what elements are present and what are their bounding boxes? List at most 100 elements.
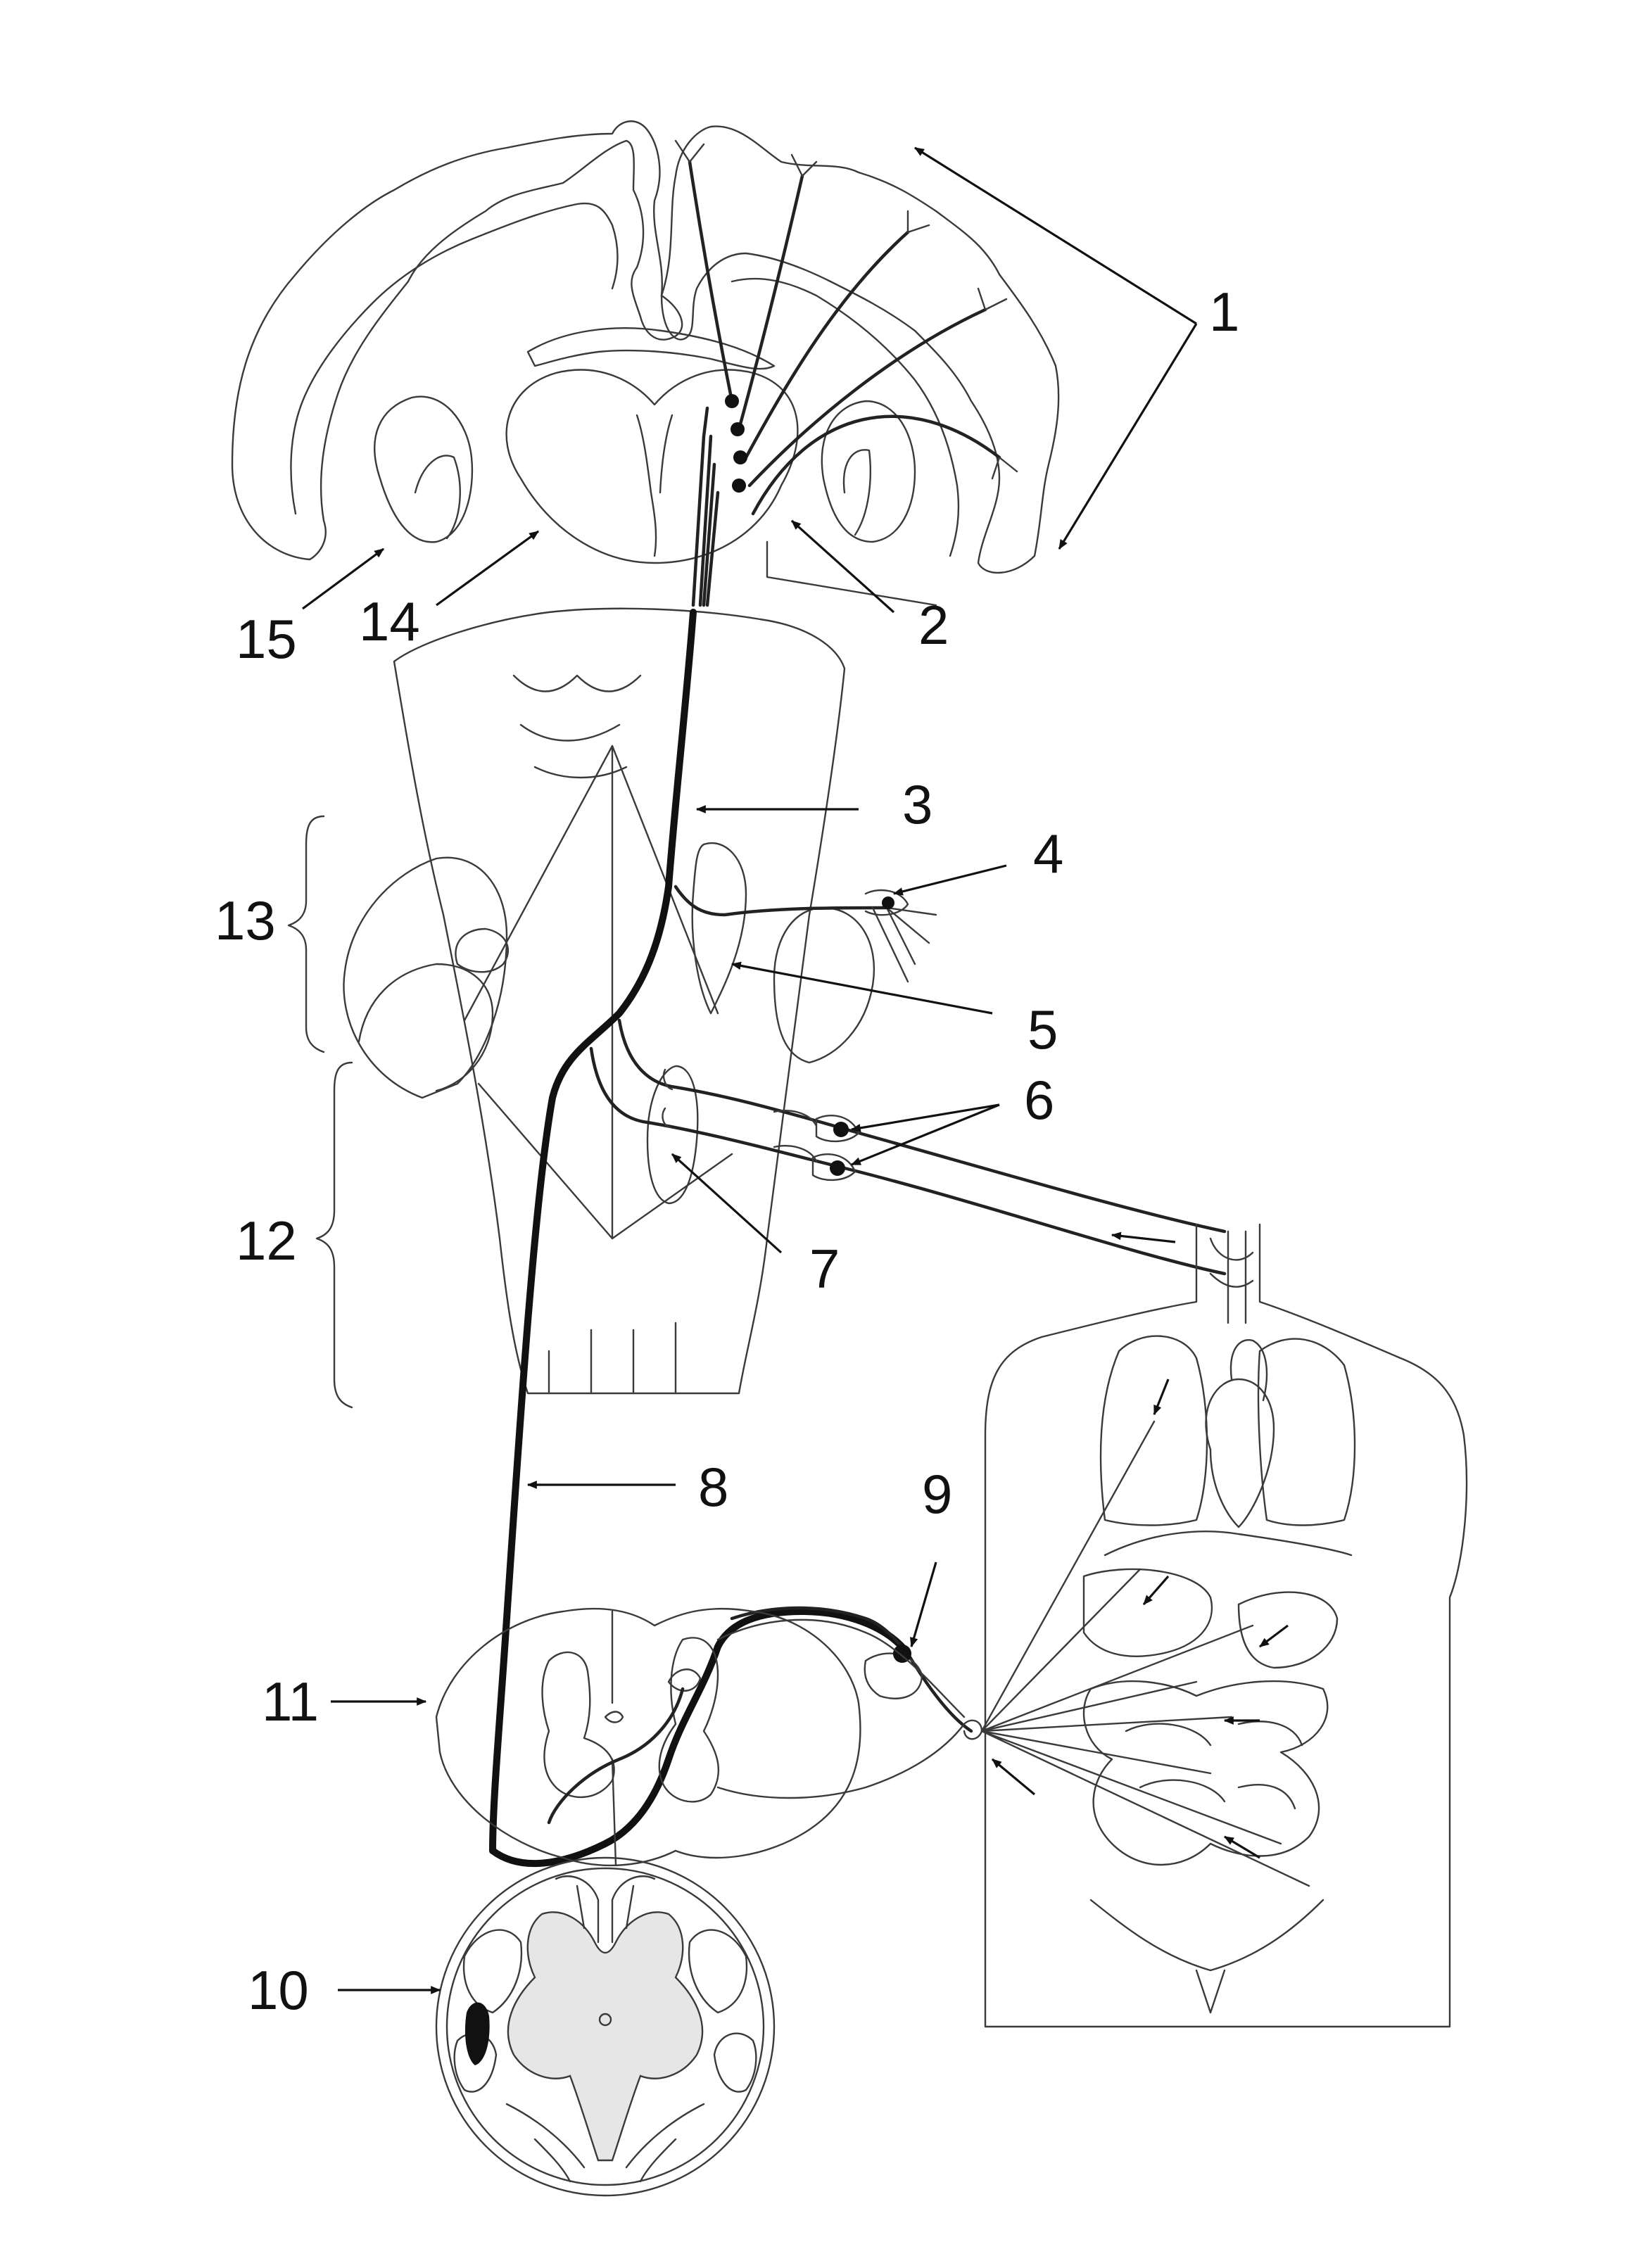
gray-matter-right bbox=[658, 1637, 720, 1803]
central-canal bbox=[604, 1711, 624, 1723]
organ-arrow-stomach bbox=[1259, 1624, 1289, 1648]
third-ventricle bbox=[636, 414, 674, 557]
spinal-nerve-roots bbox=[716, 1618, 983, 1799]
ganglion-lower-outline bbox=[811, 1153, 856, 1181]
torso-with-viscera bbox=[980, 1223, 1468, 2028]
liver-and-stomach bbox=[1082, 1568, 1339, 1669]
label-8: 8 bbox=[698, 1456, 728, 1518]
pointer-1-upper bbox=[914, 146, 1197, 325]
pointer-15 bbox=[302, 547, 384, 610]
label-1: 1 bbox=[1209, 281, 1239, 343]
label-14: 14 bbox=[359, 590, 420, 652]
bracket-12 bbox=[315, 1061, 353, 1409]
organ-arrow-lung bbox=[1153, 1379, 1170, 1416]
cerebellar-peduncle-right bbox=[691, 842, 747, 1015]
heart bbox=[1205, 1378, 1275, 1528]
brainstem-outline bbox=[393, 607, 846, 1395]
pointer-6-lower bbox=[850, 1103, 1000, 1166]
cranial-fiber-lower bbox=[589, 1046, 1227, 1276]
dendrite-tips bbox=[674, 139, 1018, 480]
label-pointers bbox=[302, 146, 1198, 1994]
lentiform-nucleus-right bbox=[821, 400, 916, 543]
ganglion-lower bbox=[830, 1160, 845, 1176]
thalamic-neuron-2 bbox=[731, 422, 745, 436]
projection-fiber-3 bbox=[744, 230, 910, 460]
cross-section-outer bbox=[435, 1856, 776, 2197]
spinothalamic-tract-highlight bbox=[464, 2002, 490, 2065]
lentiform-nucleus-left bbox=[374, 395, 474, 543]
label-2: 2 bbox=[918, 594, 949, 656]
projection-fiber-2 bbox=[737, 174, 804, 431]
ganglion-upper-outline bbox=[815, 1114, 860, 1143]
thalamic-neuron-4 bbox=[732, 479, 746, 493]
brain-coronal-section bbox=[231, 120, 1060, 607]
aorta bbox=[1229, 1339, 1268, 1402]
nucleus-tractus-solitarius bbox=[662, 1068, 674, 1129]
cerebral-cortex-outline-right bbox=[660, 125, 1060, 574]
dorsal-horn-neuron bbox=[667, 1668, 702, 1692]
label-12: 12 bbox=[236, 1210, 297, 1272]
dorsal-root-ganglion-cell bbox=[893, 1645, 911, 1663]
neck-arrow bbox=[1111, 1231, 1176, 1243]
pointer-7 bbox=[671, 1153, 783, 1254]
cerebellum-left-lobe bbox=[358, 963, 494, 1092]
pyramidal-decussation-lines bbox=[477, 1082, 733, 1395]
white-matter-boundary bbox=[290, 202, 619, 515]
pointer-14 bbox=[436, 530, 539, 607]
visceral-afferents bbox=[980, 1420, 1310, 1887]
ventral-tracts bbox=[505, 2103, 705, 2183]
pointer-6-upper bbox=[850, 1103, 1000, 1132]
lentiform-inner-left bbox=[414, 455, 461, 540]
cranial-nerve-branches bbox=[589, 1018, 1227, 1276]
label-9: 9 bbox=[922, 1463, 952, 1525]
lentiform-inner-right bbox=[842, 449, 871, 536]
corpus-callosum bbox=[526, 327, 776, 370]
trigeminal-fiber bbox=[674, 885, 889, 917]
pointer-1-lower bbox=[1058, 323, 1198, 550]
thalamus-outline bbox=[505, 369, 799, 564]
label-11: 11 bbox=[262, 1671, 319, 1732]
trigeminal-ganglion bbox=[882, 897, 894, 909]
lateral-tracts-right bbox=[688, 1929, 757, 2093]
flocculus bbox=[455, 927, 510, 973]
right-lung bbox=[1099, 1335, 1208, 1526]
dorsal-column-nuclei bbox=[646, 1065, 699, 1205]
thalamic-afferents bbox=[691, 406, 720, 607]
pelvis bbox=[1089, 1899, 1324, 2014]
trigeminal-terminals bbox=[871, 906, 937, 983]
projection-fiber-4 bbox=[747, 308, 987, 488]
neck-structures bbox=[1209, 1230, 1254, 1324]
spinal-cord-segment bbox=[435, 1607, 983, 1867]
pointer-5 bbox=[731, 961, 993, 1015]
cerebral-cortex-outline bbox=[231, 120, 683, 561]
cranial-fiber-upper bbox=[617, 1018, 1227, 1234]
label-6: 6 bbox=[1024, 1069, 1054, 1131]
spinal-cord-cross-section bbox=[435, 1856, 776, 2197]
pointer-2 bbox=[790, 519, 895, 614]
cerebellum-right bbox=[773, 906, 875, 1064]
pointer-4 bbox=[892, 864, 1007, 896]
median-fissure bbox=[611, 1610, 617, 1866]
spinal-nerve-arrow bbox=[991, 1758, 1036, 1796]
projection-fiber-1 bbox=[688, 160, 734, 403]
label-5: 5 bbox=[1028, 999, 1058, 1060]
cerebellum-left bbox=[343, 856, 508, 1099]
diaphragm bbox=[1104, 1531, 1353, 1557]
label-10: 10 bbox=[248, 1959, 309, 2021]
cross-section-central-canal bbox=[598, 2013, 612, 2027]
dorsal-horn-connection bbox=[547, 1687, 685, 1825]
organ-arrow-liver bbox=[1142, 1575, 1170, 1606]
cross-section-inner bbox=[445, 1867, 765, 2186]
label-15: 15 bbox=[236, 608, 297, 670]
bracket-13 bbox=[287, 815, 325, 1053]
label-7: 7 bbox=[809, 1238, 840, 1300]
thalamocortical-projections bbox=[674, 139, 1018, 607]
label-13: 13 bbox=[215, 889, 276, 951]
number-labels: 1 2 3 4 5 6 7 8 9 10 11 12 13 14 15 bbox=[215, 281, 1239, 2021]
trigeminal-branch bbox=[674, 885, 937, 983]
dorsal-root-fiber bbox=[730, 1606, 973, 1733]
ganglion-upper bbox=[833, 1122, 849, 1137]
thalamic-neuron-3 bbox=[733, 450, 747, 464]
projection-fiber-5 bbox=[751, 414, 1001, 516]
